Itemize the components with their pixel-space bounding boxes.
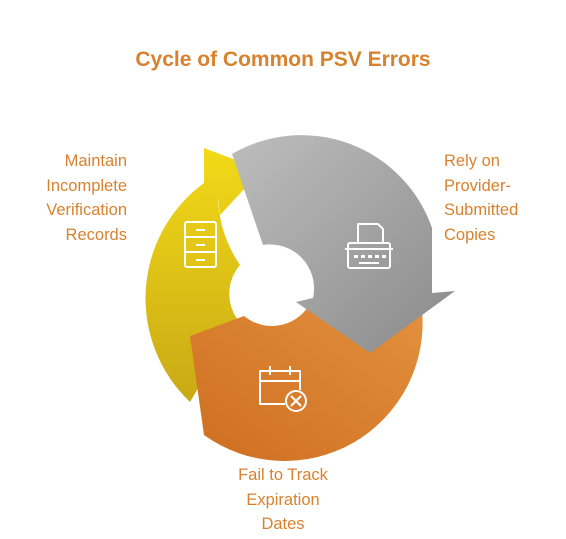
step-label-line: Fail to Track: [238, 466, 328, 484]
step-label-line: Maintain: [64, 152, 127, 170]
step-label-line: Verification: [46, 201, 127, 219]
step-label-track-expiration: Fail to Track Expiration Dates: [183, 463, 383, 537]
segment-left-arrow: [145, 148, 262, 402]
file-cabinet-icon: [184, 221, 217, 268]
step-label-line: Incomplete: [46, 176, 127, 195]
step-label-line: Submitted: [444, 201, 519, 219]
step-label-rely-on-copies: Rely on Provider- Submitted Copies: [444, 149, 518, 247]
step-label-line: Provider-: [444, 176, 511, 195]
step-label-line: Dates: [261, 515, 305, 533]
step-label-line: Rely on: [444, 152, 500, 170]
calendar-x-icon: [259, 366, 307, 412]
segment-right-arrow: [232, 135, 455, 353]
typewriter-icon: [345, 223, 393, 269]
step-label-maintain-records: Maintain Incomplete Verification Records: [46, 149, 127, 247]
diagram-title: Cycle of Common PSV Errors: [135, 48, 431, 71]
step-label-line: Copies: [444, 225, 496, 244]
step-label-line: Records: [65, 225, 127, 244]
step-label-line: Expiration: [246, 490, 320, 509]
